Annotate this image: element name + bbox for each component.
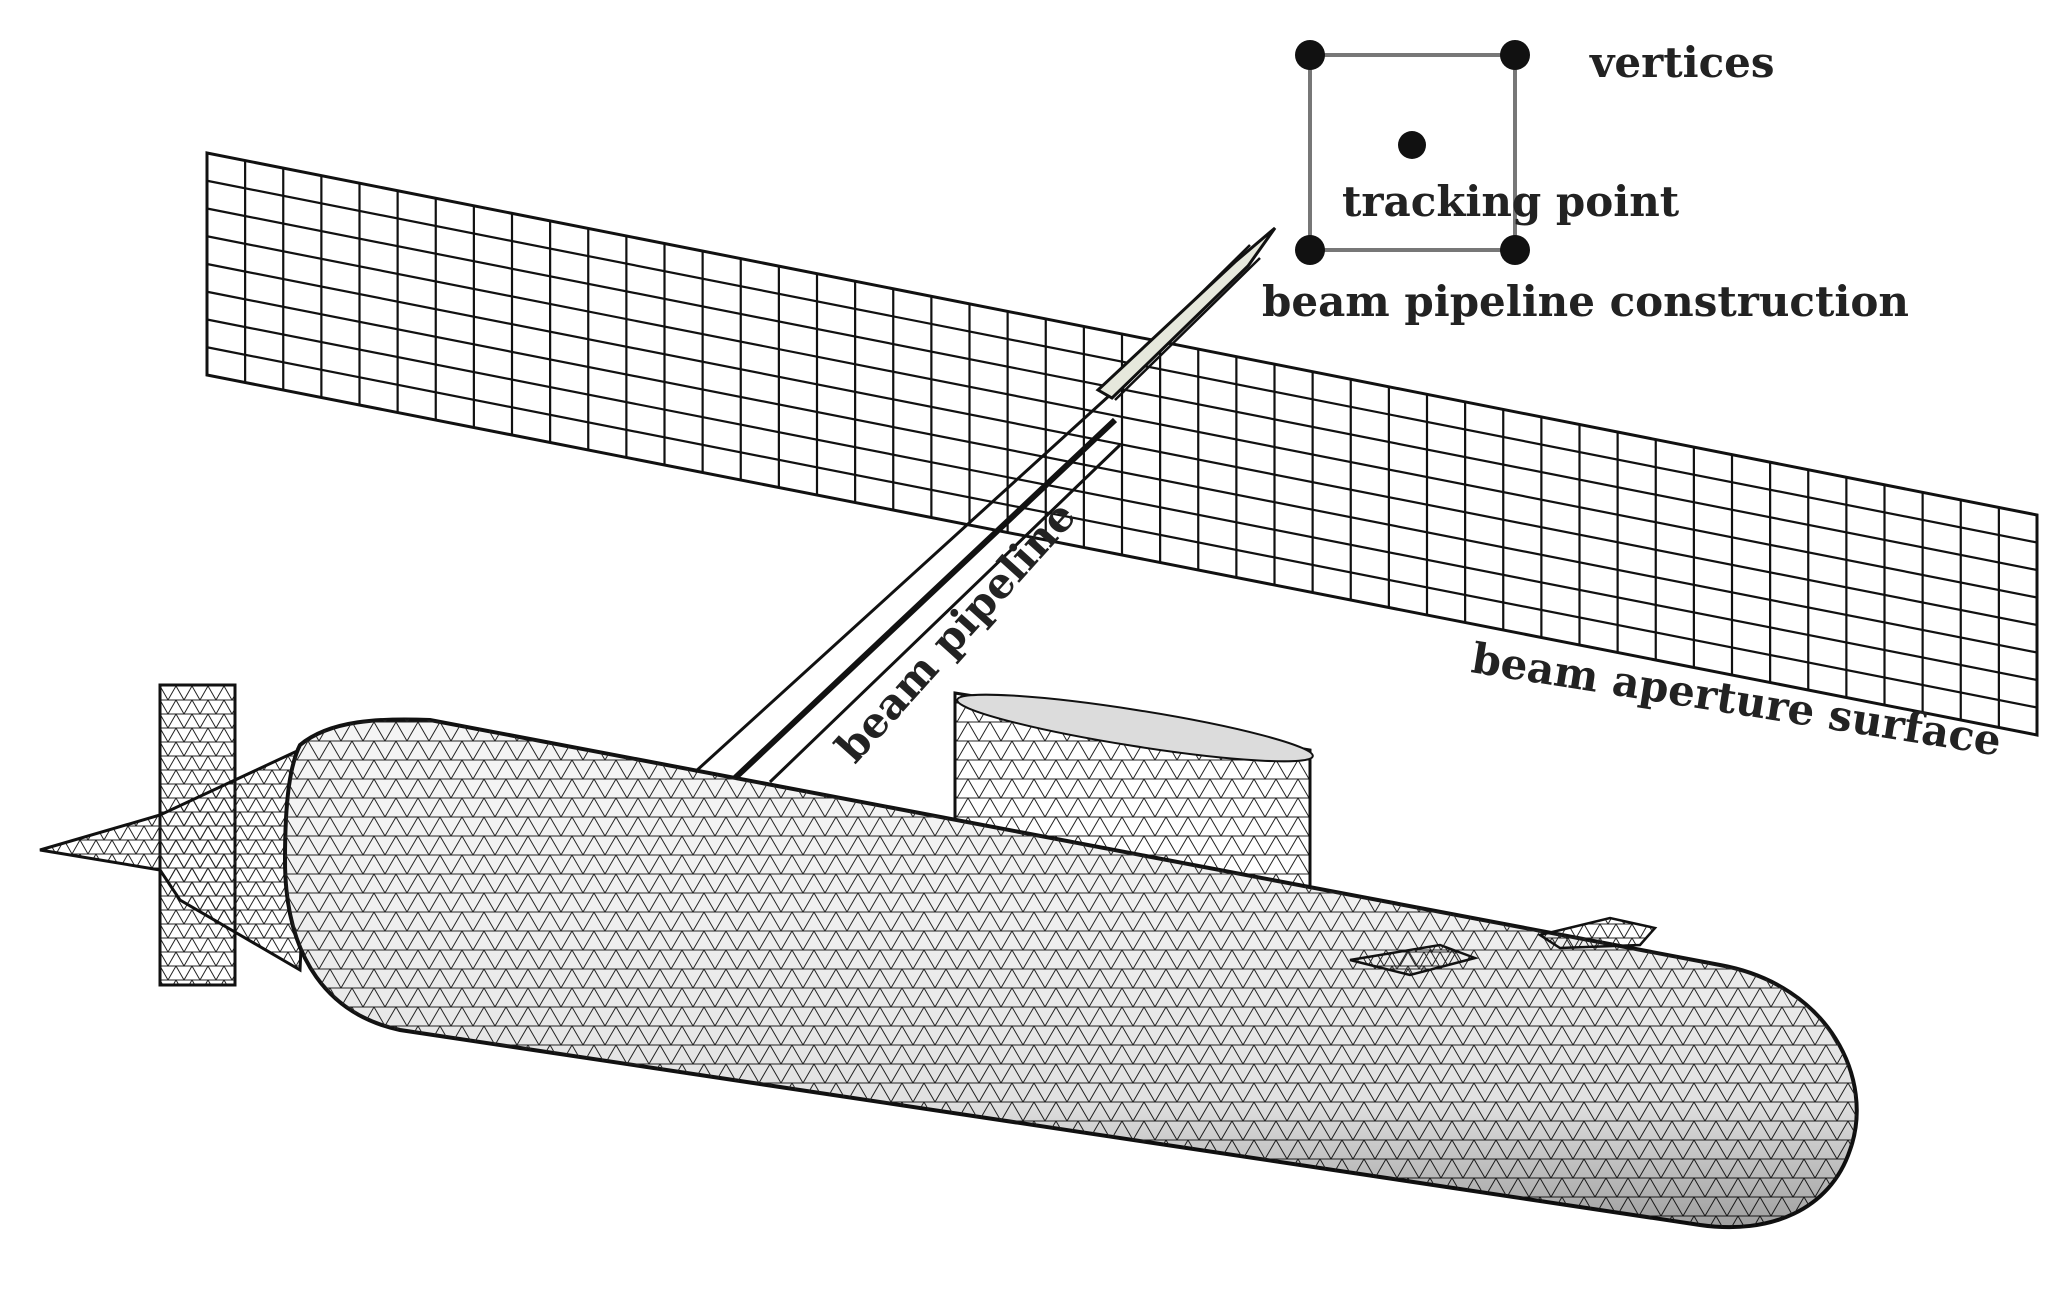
tracking-point-label: tracking point <box>1342 177 1680 226</box>
vertex-bottom-right <box>1500 235 1530 265</box>
bow-plane <box>1536 916 1658 950</box>
hull-plane <box>1349 943 1480 977</box>
grid-row-line <box>206 262 2038 627</box>
grid-row-line <box>206 235 2038 599</box>
tail-cone <box>39 742 312 973</box>
grid-row-line <box>206 290 2038 654</box>
grid-row-line <box>206 346 2038 709</box>
vertex-bottom-left <box>1295 235 1325 265</box>
submarine-hull <box>39 683 1859 1230</box>
beam-pipeline <box>693 226 1277 784</box>
tracking-point-marker <box>1398 131 1426 159</box>
construction-inset <box>1295 40 1530 265</box>
aperture-grid <box>205 151 2039 737</box>
vertex-top-right <box>1500 40 1530 70</box>
vertices-label: vertices <box>1589 38 1775 87</box>
vertex-top-left <box>1295 40 1325 70</box>
beam-arrow-head <box>1095 226 1277 400</box>
construction-label: beam pipeline construction <box>1262 277 1909 326</box>
grid-row-line <box>206 179 2038 544</box>
grid-row-line <box>206 318 2038 682</box>
